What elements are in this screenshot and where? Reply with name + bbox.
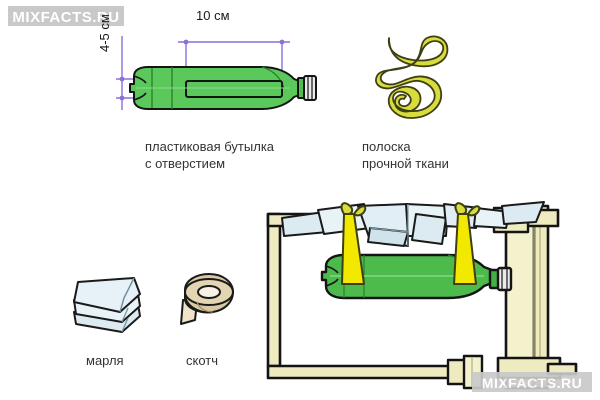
plastic-bottle-diagram xyxy=(116,36,317,110)
tape-roll-illustration xyxy=(180,273,234,325)
radiator-assembly-illustration xyxy=(266,201,578,390)
dimension-label-height: 4-5 см xyxy=(97,14,112,52)
watermark-top: MIXFACTS.RU xyxy=(8,6,124,26)
caption-tape: скотч xyxy=(186,353,219,368)
caption-plastic-bottle: пластиковая бутылка с отверстием xyxy=(145,139,275,171)
gauze-illustration xyxy=(73,277,141,333)
fabric-strip-illustration xyxy=(375,35,449,119)
watermark-bottom: MIXFACTS.RU xyxy=(472,372,592,392)
hanging-bottle xyxy=(320,253,513,300)
bottle-hole xyxy=(185,80,283,98)
caption-fabric-strip: полоска прочной ткани xyxy=(362,139,449,171)
dimension-label-width: 10 см xyxy=(196,8,230,23)
caption-gauze: марля xyxy=(86,353,124,368)
gauze-drape xyxy=(281,201,545,247)
yellow-fabric-ties xyxy=(340,202,481,285)
